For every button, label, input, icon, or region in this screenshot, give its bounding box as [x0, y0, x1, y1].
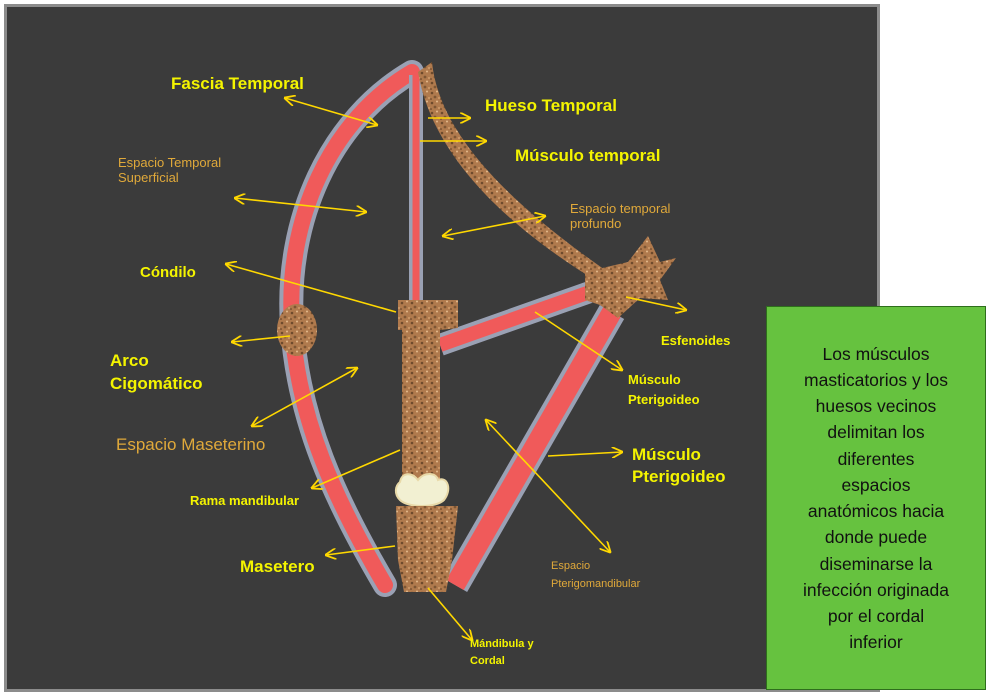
label-condilo: Cóndilo [140, 264, 196, 282]
note-box: Los músculos masticatorios y los huesos … [766, 306, 986, 690]
label-arco-cigomatico: Arco Cigomático [110, 350, 203, 396]
zygomatic-arch [277, 304, 317, 356]
label-esfenoides: Esfenoides [661, 333, 730, 348]
temporal-bone [418, 62, 605, 282]
note-text: Los músculos masticatorios y los huesos … [803, 341, 949, 656]
label-hueso-temporal: Hueso Temporal [485, 96, 617, 116]
label-musculo-temporal: Músculo temporal [515, 146, 660, 166]
medial-pterygoid-band [455, 312, 612, 585]
label-espacio-maseterino: Espacio Maseterino [116, 435, 265, 455]
label-musculo-pterigoideo-lateral: Músculo Pterigoideo [628, 370, 700, 409]
label-masetero: Masetero [240, 557, 315, 577]
label-musculo-pterigoideo-medial: Músculo Pterigoideo [632, 444, 726, 488]
arrow-condilo [226, 264, 396, 312]
arrow-mandibula-cordal [428, 588, 472, 640]
label-fascia-temporal: Fascia Temporal [171, 74, 304, 94]
label-espacio-temporal-profundo: Espacio temporal profundo [570, 201, 670, 232]
lateral-pterygoid-band [440, 292, 590, 345]
label-espacio-temporal-superficial: Espacio Temporal Superficial [118, 155, 221, 186]
label-mandibula-cordal: Mándibula y Cordal [470, 636, 534, 669]
label-espacio-pterigomandibular: Espacio Pterigomandibular [551, 558, 640, 593]
sphenoid-bone [585, 236, 676, 318]
third-molar-tooth [396, 474, 448, 506]
arrow-musculo-pterigoideo-medial [548, 452, 622, 456]
label-rama-mandibular: Rama mandibular [190, 493, 299, 508]
mandibular-ramus [398, 300, 458, 480]
